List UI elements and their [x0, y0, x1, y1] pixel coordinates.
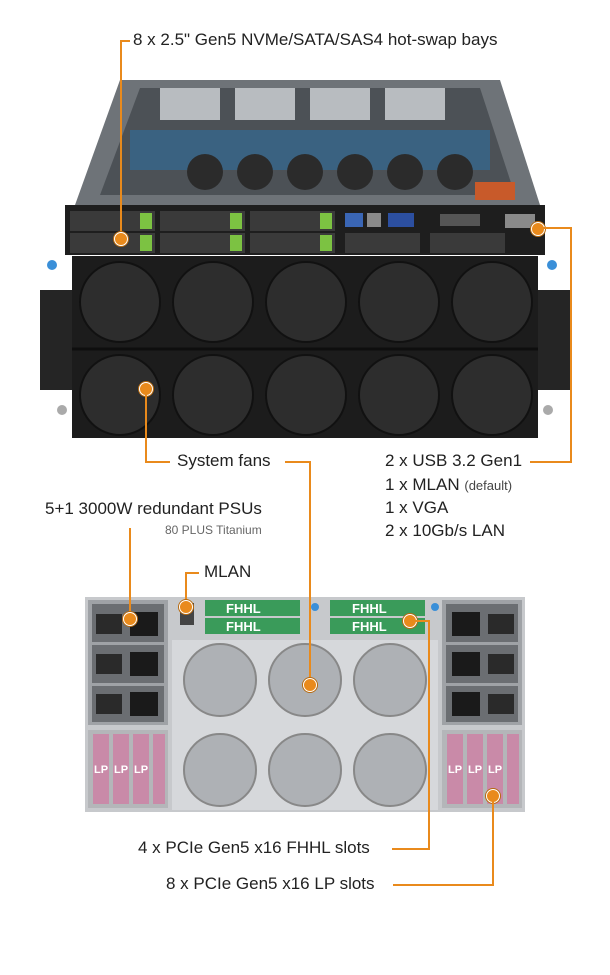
- callout-dot: [123, 612, 137, 626]
- label-io-vga: 1 x VGA: [385, 498, 449, 517]
- lp-card-label: LP: [134, 764, 149, 776]
- label-mlan: MLAN: [204, 562, 252, 581]
- callout-line: [120, 40, 130, 42]
- callout-line: [410, 620, 430, 622]
- front-panel: [47, 205, 557, 270]
- callout-dot: [303, 678, 317, 692]
- fan-block: [40, 256, 570, 438]
- label-bays: 8 x 2.5" Gen5 NVMe/SATA/SAS4 hot-swap ba…: [133, 30, 498, 49]
- fhhl-card-label: FHHL: [226, 619, 261, 634]
- lp-cards: [88, 730, 522, 808]
- label-lp-slots: 8 x PCIe Gen5 x16 LP slots: [166, 874, 375, 893]
- label-fans: System fans: [177, 451, 271, 470]
- label-psu-note: 80 PLUS Titanium: [165, 523, 262, 537]
- label-io-mlan-note: (default): [464, 478, 513, 493]
- callout-line: [393, 884, 494, 886]
- callout-dot: [179, 600, 193, 614]
- callout-line: [540, 227, 572, 229]
- label-io-usb: 2 x USB 3.2 Gen1: [385, 451, 523, 470]
- left-psu-stack: [88, 600, 168, 725]
- callout-line: [145, 461, 170, 463]
- callout-line: [285, 461, 311, 463]
- callout-line: [309, 461, 311, 683]
- fhhl-cards: [205, 600, 439, 634]
- right-psu-stack: [442, 600, 522, 725]
- fhhl-card-label: FHHL: [352, 601, 387, 616]
- rear-fans: [172, 640, 438, 810]
- lp-card-label: LP: [114, 764, 129, 776]
- label-io-mlan-text: 1 x MLAN: [385, 475, 460, 494]
- callout-line: [185, 572, 187, 604]
- server-interior: [75, 80, 540, 205]
- callout-line: [530, 461, 572, 463]
- label-io-mlan: 1 x MLAN (default): [385, 475, 512, 496]
- lp-card-label: LP: [488, 764, 503, 776]
- callout-dot: [531, 222, 545, 236]
- callout-line: [120, 40, 122, 238]
- lp-card-label: LP: [94, 764, 109, 776]
- label-fhhl-slots: 4 x PCIe Gen5 x16 FHHL slots: [138, 838, 370, 857]
- lp-card-label: LP: [448, 764, 463, 776]
- callout-line: [185, 572, 199, 574]
- callout-line: [392, 848, 430, 850]
- label-psu: 5+1 3000W redundant PSUs: [45, 499, 262, 518]
- callout-line: [129, 528, 131, 618]
- callout-line: [428, 620, 430, 850]
- lp-card-label: LP: [468, 764, 483, 776]
- label-io-lan: 2 x 10Gb/s LAN: [385, 521, 506, 540]
- callout-line: [145, 390, 147, 463]
- callout-dot: [114, 232, 128, 246]
- callout-line: [492, 797, 494, 886]
- fhhl-card-label: FHHL: [352, 619, 387, 634]
- fhhl-card-label: FHHL: [226, 601, 261, 616]
- callout-line: [570, 227, 572, 463]
